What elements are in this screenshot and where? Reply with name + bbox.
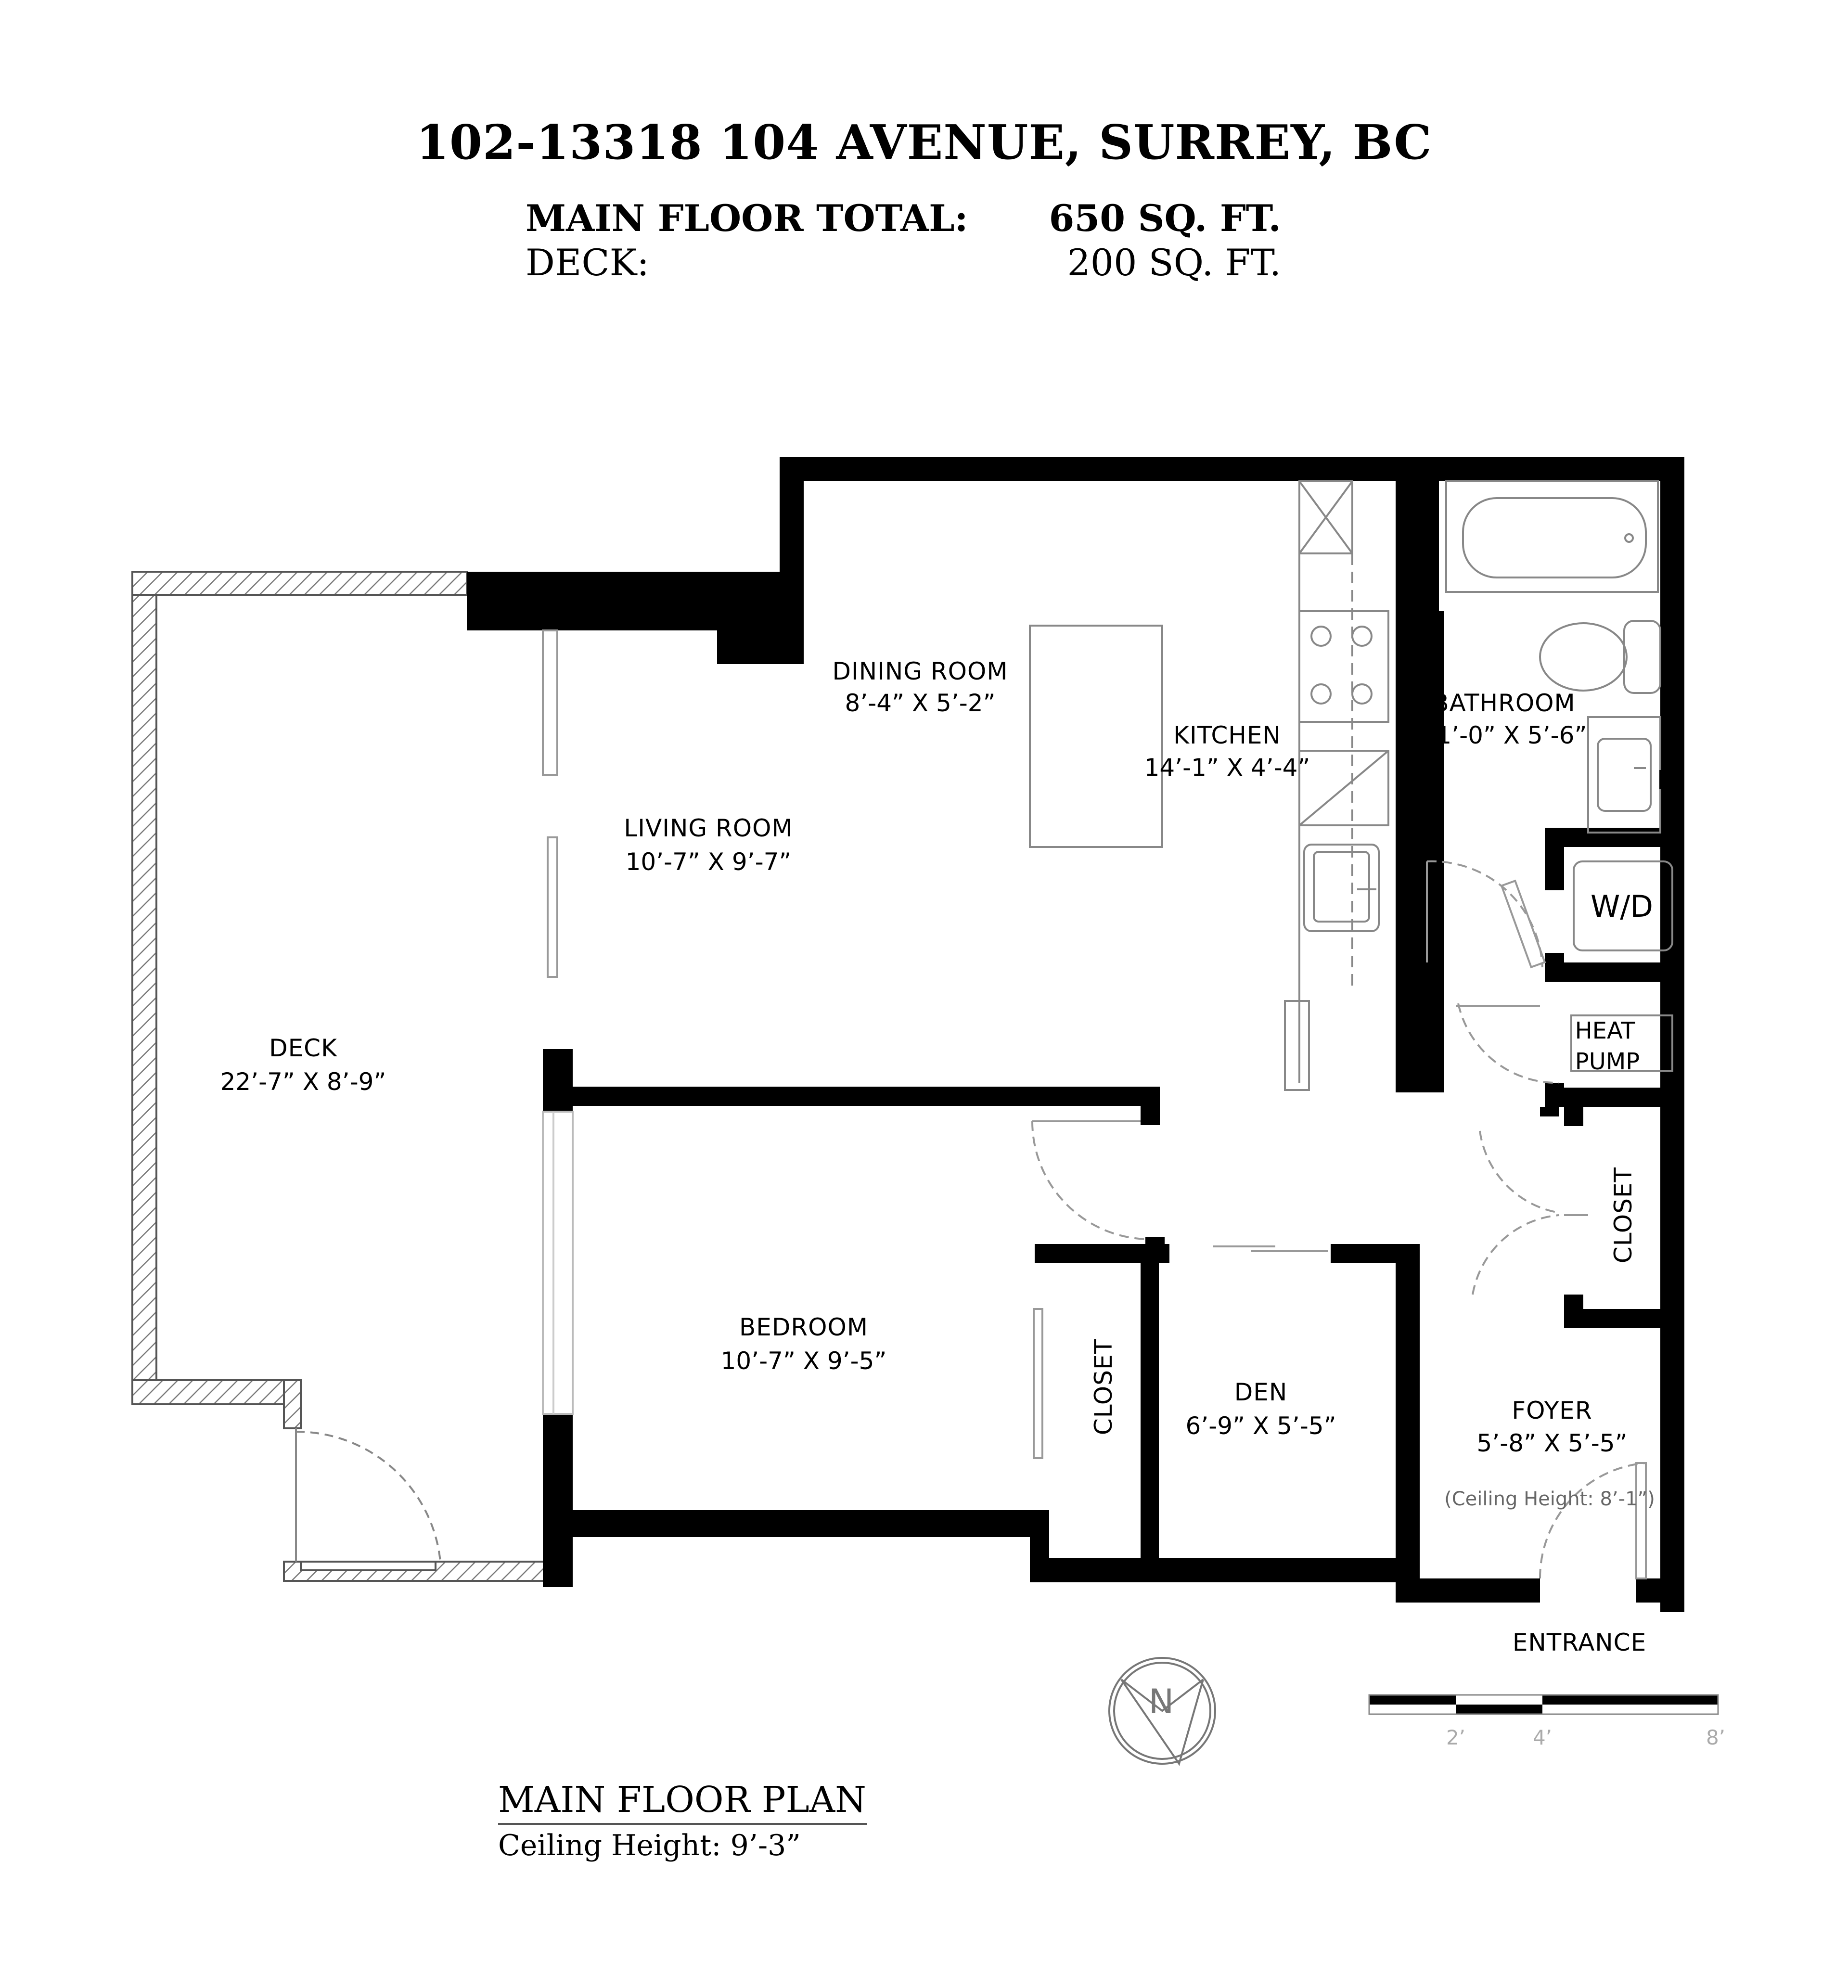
address-title: 102-13318 104 AVENUE, SURREY, BC (416, 115, 1432, 170)
deck-outline (131, 571, 545, 1582)
deck-label: DECK: (526, 241, 649, 284)
wd-label: W/D (1591, 889, 1653, 924)
heat-pump-line2: PUMP (1575, 1048, 1640, 1075)
scale-label-2: 2’ (1446, 1726, 1465, 1749)
kitchen-fixtures (1029, 480, 1389, 1091)
bathroom-name: BATHROOM (1432, 689, 1575, 717)
living-room-dim: 10’-7” X 9’-7” (626, 848, 792, 876)
bedroom-dim: 10’-7” X 9’-5” (721, 1347, 887, 1375)
scale-bar: 2’ 4’ 8’ (1368, 1694, 1725, 1749)
main-floor-value: 650 SQ. FT. (1049, 197, 1282, 240)
living-room-name: LIVING ROOM (624, 814, 793, 842)
deck-dim: 22’-7” X 8’-9” (220, 1068, 386, 1096)
bathroom-fixtures (1445, 480, 1661, 834)
north-compass-icon: N (1108, 1657, 1216, 1766)
heat-pump-box (1570, 1014, 1673, 1072)
plan-ceiling-height: Ceiling Height: 9’-3” (498, 1829, 801, 1862)
dining-room-dim: 8’-4” X 5’-2” (845, 689, 996, 717)
main-floor-label: MAIN FLOOR TOTAL: (526, 197, 968, 240)
entrance-label: ENTRANCE (1513, 1629, 1646, 1656)
bathroom-dim: 11’-0” X 5’-6” (1421, 721, 1587, 749)
compass-letter: N (1149, 1682, 1174, 1721)
deck-value: 200 SQ. FT. (1067, 241, 1281, 284)
dining-room-name: DINING ROOM (832, 657, 1008, 685)
kitchen-name: KITCHEN (1173, 721, 1281, 749)
kitchen-dim: 14’-1” X 4’-4” (1144, 754, 1310, 782)
washer-dryer (1573, 860, 1673, 951)
doors (1031, 860, 1647, 1579)
scale-label-4: 4’ (1533, 1726, 1552, 1749)
foyer-dim: 5’-8” X 5’-5” (1477, 1429, 1628, 1457)
scale-label-8: 8’ (1706, 1726, 1725, 1749)
windows (542, 629, 1043, 1459)
den-name: DEN (1234, 1378, 1288, 1406)
foyer-closet-name: CLOSET (1609, 1167, 1637, 1263)
bedroom-name: BEDROOM (739, 1313, 868, 1341)
deck-name: DECK (269, 1034, 337, 1062)
plan-title: MAIN FLOOR PLAN (498, 1779, 866, 1821)
heat-pump-line1: HEAT (1575, 1017, 1636, 1044)
den-dim: 6’-9” X 5’-5” (1186, 1412, 1336, 1440)
foyer-note: (Ceiling Height: 8’-1”) (1444, 1488, 1655, 1510)
walls (467, 457, 1684, 1612)
bedroom-closet-name: CLOSET (1090, 1339, 1117, 1435)
foyer-name: FOYER (1512, 1397, 1592, 1424)
